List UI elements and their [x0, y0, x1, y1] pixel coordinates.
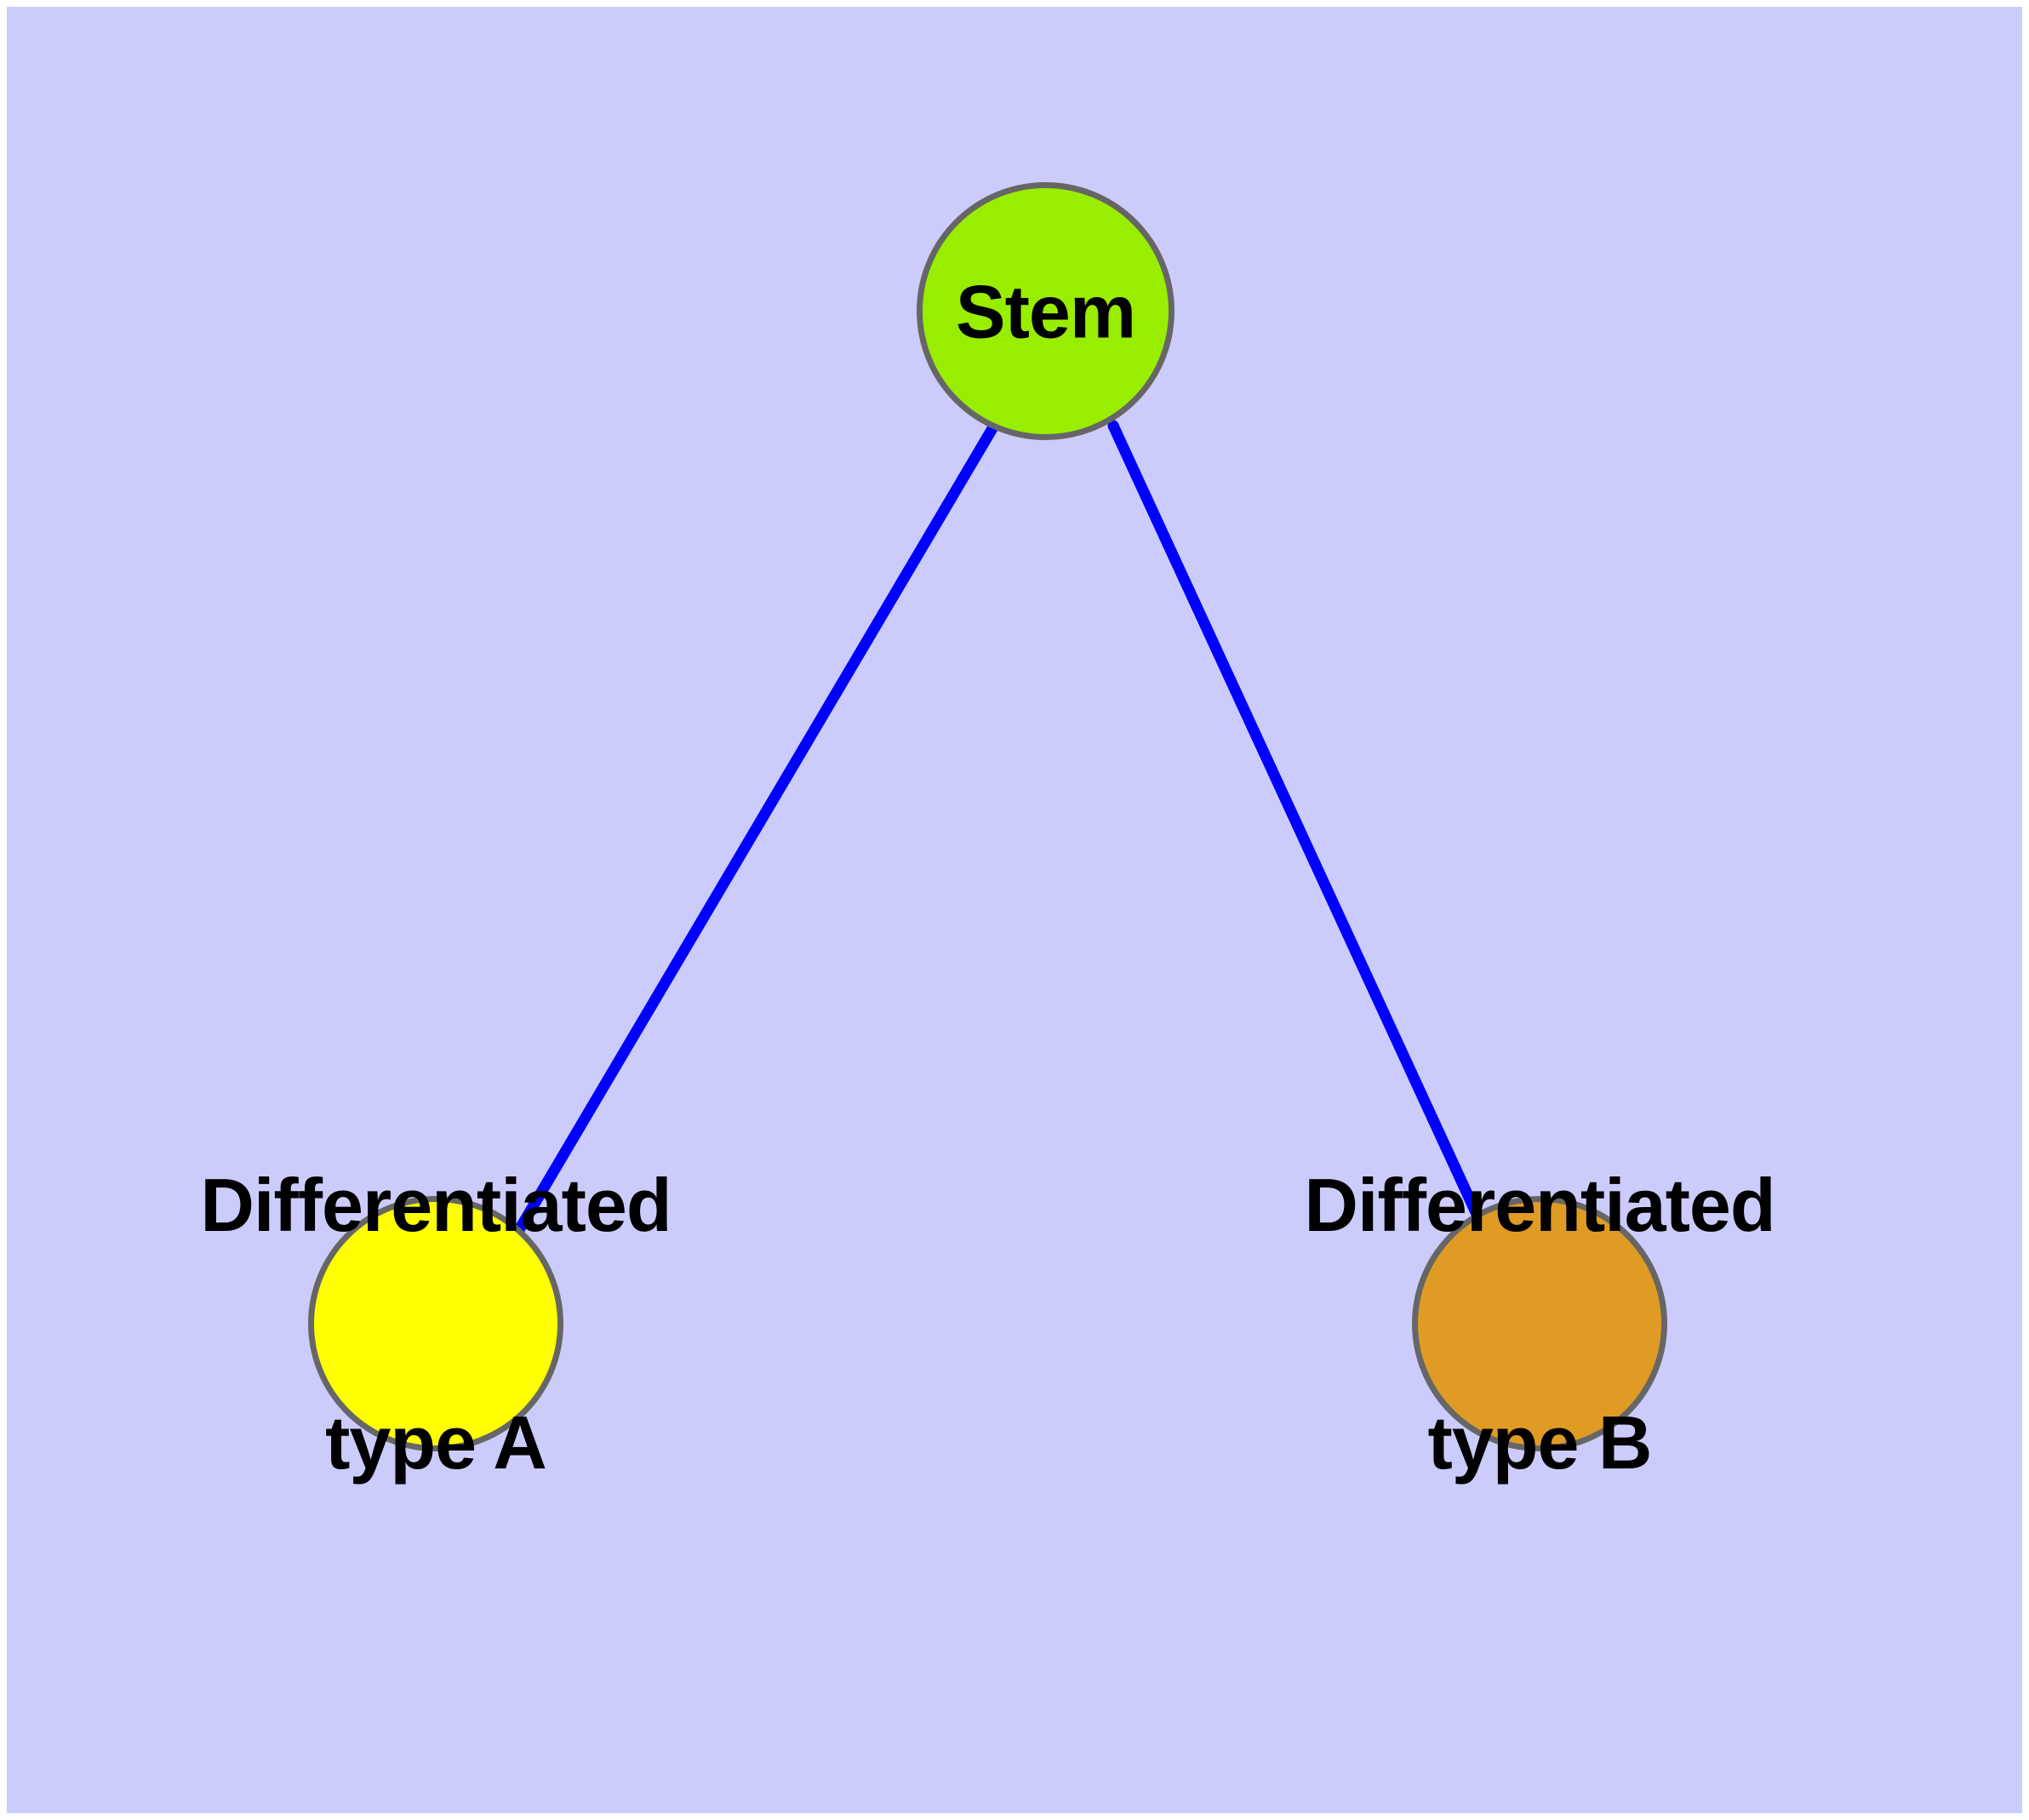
- edge-stem-to-differentiated-type-b: [1107, 420, 1491, 1239]
- edge-layer: [512, 420, 1491, 1239]
- node-differentiated-type-b[interactable]: Differentiated type B: [1304, 1165, 1775, 1482]
- graph-plot-area: Stem Differentiated type A Differentiate…: [7, 7, 2022, 1813]
- edge-stem-to-differentiated-type-a: [512, 420, 1000, 1239]
- node-stem-label: Stem: [955, 268, 1136, 353]
- node-differentiated-type-a[interactable]: Differentiated type A: [200, 1165, 672, 1482]
- node-stem[interactable]: Stem: [917, 182, 1175, 440]
